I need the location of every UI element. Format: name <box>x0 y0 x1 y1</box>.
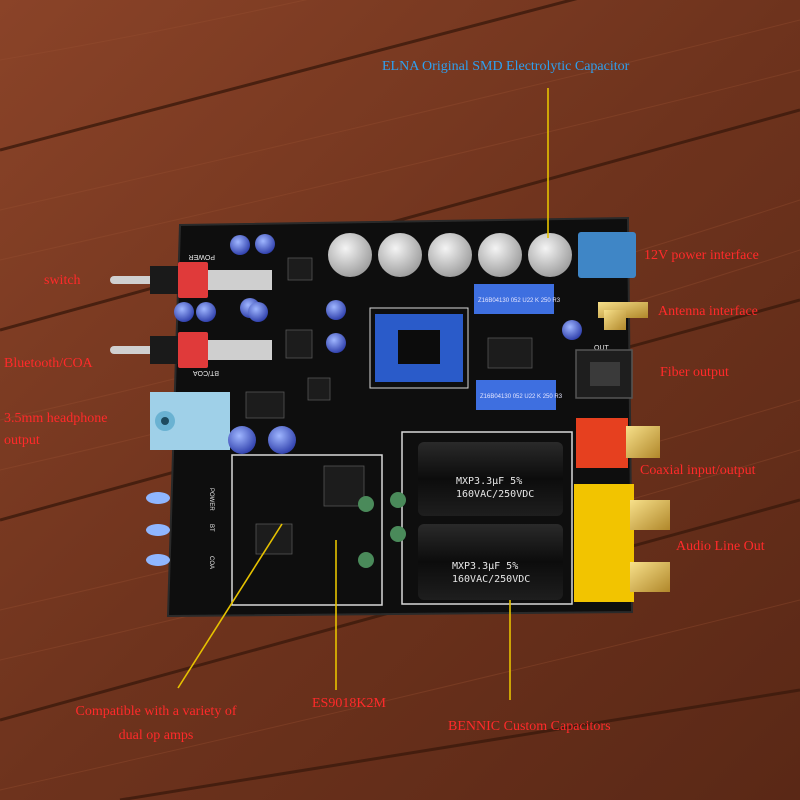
callout-fiber: Fiber output <box>660 365 729 380</box>
blue-cap-1-label: Z16B04130 052 U22 K 250 R3 <box>478 298 561 304</box>
callout-op-amps-line2: dual op amps <box>118 728 194 743</box>
callout-line-out: Audio Line Out <box>676 539 765 554</box>
power-toggle-switch <box>110 262 272 298</box>
callout-dac-chip: ES9018K2M <box>312 696 386 711</box>
callout-coaxial: Coaxial input/output <box>640 463 756 478</box>
silkscreen-led-bt: BT <box>208 524 214 532</box>
callout-switch: switch <box>44 273 81 288</box>
callout-bluetooth-coa: Bluetooth/COA <box>4 356 93 371</box>
callout-headphone-line2: output <box>4 433 40 448</box>
headphone-jack <box>150 392 230 450</box>
bennic-capacitors <box>418 442 563 600</box>
fiber-output <box>575 349 633 399</box>
callout-headphone: 3.5mm headphone output <box>4 410 154 450</box>
callout-12v-power: 12V power interface <box>644 248 759 263</box>
callout-headphone-line1: 3.5mm headphone <box>4 411 108 426</box>
green-caps <box>358 492 406 568</box>
film-cap-1-line2: 160VAC/250VDC <box>456 489 534 500</box>
callout-antenna: Antenna interface <box>658 304 758 319</box>
callout-op-amps: Compatible with a variety of dual op amp… <box>36 703 276 745</box>
blue-film-caps <box>474 284 556 410</box>
ics <box>245 257 533 555</box>
leds <box>146 492 170 566</box>
blue-cap-2-label: Z16B04130 052 U22 K 250 R3 <box>480 394 563 400</box>
silkscreen-btcoa: BT/COA <box>193 369 219 376</box>
callout-op-amps-line1: Compatible with a variety of <box>75 704 237 719</box>
bluetooth-module <box>375 314 463 382</box>
coaxial-connector <box>576 418 660 468</box>
film-cap-2-line1: MXP3.3μF 5% <box>452 561 518 572</box>
film-cap-2-line2: 160VAC/250VDC <box>452 574 530 585</box>
antenna-connector <box>598 302 648 330</box>
btcoa-toggle-switch <box>110 332 272 368</box>
callout-bennic: BENNIC Custom Capacitors <box>448 719 611 734</box>
silkscreen-led-power: POWER <box>208 488 214 511</box>
silkscreen-out: OUT <box>594 345 610 352</box>
rca-line-out <box>574 484 670 602</box>
leader-lines <box>177 88 549 700</box>
power-jack <box>578 232 636 278</box>
silkscreen-power: POWER <box>189 253 215 260</box>
small-caps <box>174 234 582 454</box>
silkscreen-led-coa: COA <box>208 556 214 569</box>
pcb-board <box>166 216 634 618</box>
film-cap-1-line1: MXP3.3μF 5% <box>456 476 522 487</box>
elna-capacitors <box>328 233 572 277</box>
callout-elna: ELNA Original SMD Electrolytic Capacitor <box>382 59 630 74</box>
